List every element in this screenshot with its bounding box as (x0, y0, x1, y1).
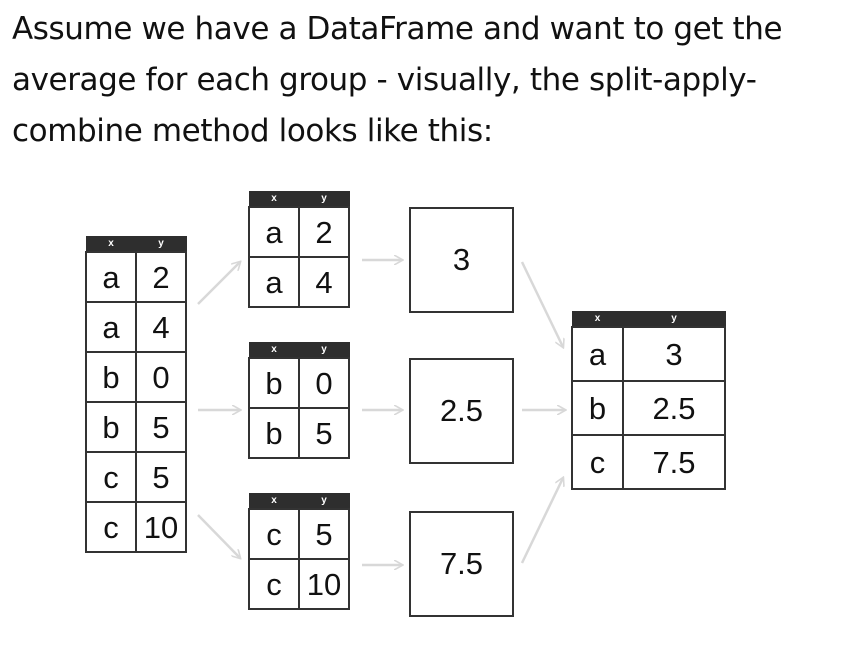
cell: 5 (298, 407, 350, 459)
cell: c (85, 451, 137, 503)
split-arrow-c (197, 514, 240, 558)
combined-header-y: y (622, 311, 726, 328)
split-a-header-x: x (248, 191, 300, 208)
cell: a (248, 206, 300, 258)
combined-header-x: x (571, 311, 624, 328)
cell: 5 (135, 401, 187, 453)
original-header-y: y (135, 236, 187, 253)
split-a-header-y: y (298, 191, 350, 208)
apply-result-c: 7.5 (409, 511, 514, 617)
split-arrow-a (197, 262, 240, 305)
cell: b (248, 407, 300, 459)
cell: 4 (135, 301, 187, 353)
cell: c (248, 558, 300, 610)
apply-result-a: 3 (409, 207, 514, 313)
cell: 0 (135, 351, 187, 403)
split-b-header-y: y (298, 342, 350, 359)
split-c-header-x: x (248, 493, 300, 510)
cell: c (571, 434, 624, 490)
cell: c (85, 501, 137, 553)
combine-arrow-a (520, 261, 563, 347)
cell: a (85, 251, 137, 303)
cell: 5 (298, 508, 350, 560)
intro-text: Assume we have a DataFrame and want to g… (12, 11, 783, 149)
cell: 10 (298, 558, 350, 610)
apply-result-b: 2.5 (409, 358, 514, 464)
combine-arrow-c (520, 478, 563, 564)
cell: 2.5 (622, 380, 726, 436)
cell: 3 (622, 326, 726, 382)
cell: 2 (298, 206, 350, 258)
cell: b (85, 351, 137, 403)
cell: 2 (135, 251, 187, 303)
cell: 0 (298, 357, 350, 409)
cell: 7.5 (622, 434, 726, 490)
split-c-header-y: y (298, 493, 350, 510)
cell: b (571, 380, 624, 436)
original-header-x: x (85, 236, 137, 253)
cell: a (248, 256, 300, 308)
cell: 4 (298, 256, 350, 308)
cell: a (571, 326, 624, 382)
cell: 5 (135, 451, 187, 503)
cell: a (85, 301, 137, 353)
split-b-header-x: x (248, 342, 300, 359)
cell: b (85, 401, 137, 453)
cell: b (248, 357, 300, 409)
cell: 10 (135, 501, 187, 553)
cell: c (248, 508, 300, 560)
